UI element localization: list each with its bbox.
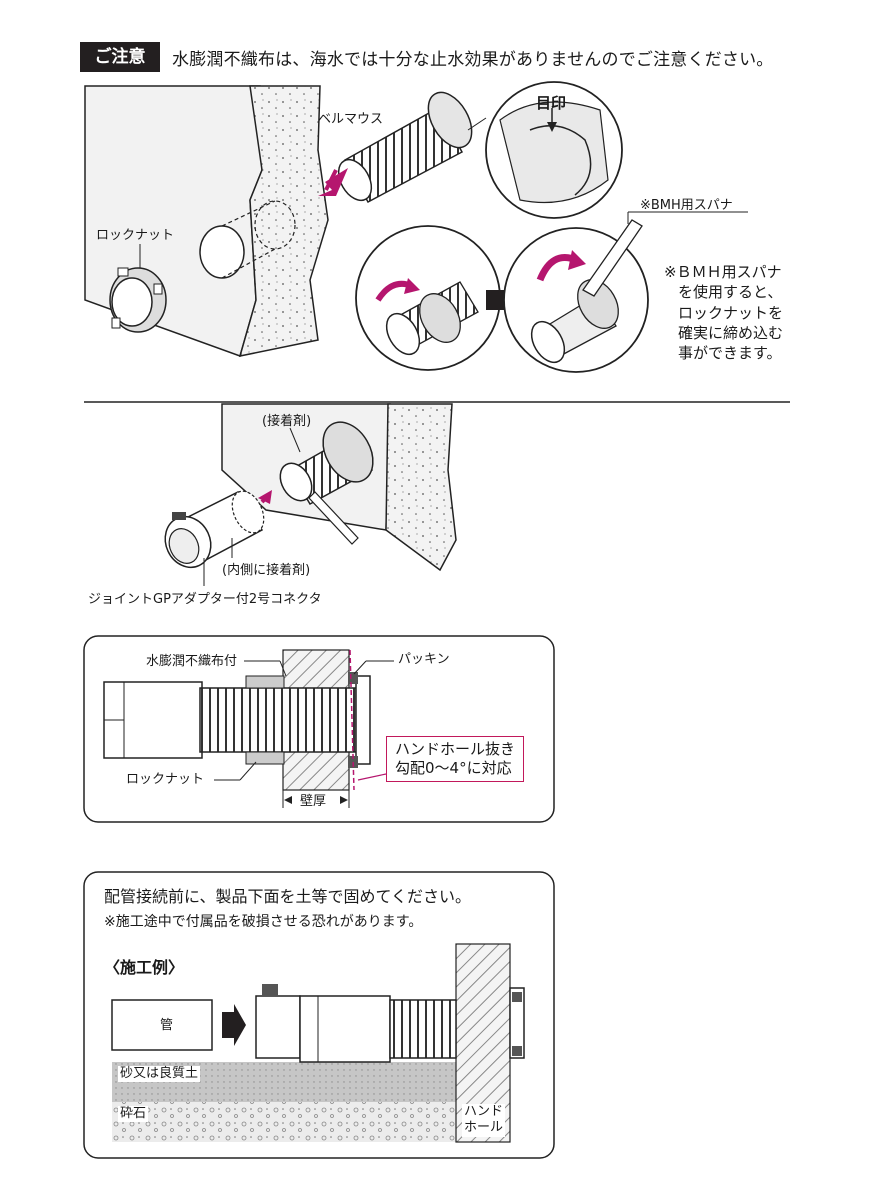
gravel-label: 砕石	[118, 1106, 149, 1122]
sand-label: 砂又は良質土	[118, 1066, 201, 1082]
direction-arrow-icon	[318, 168, 348, 196]
notice-text: 水膨潤不織布は、海水では十分な止水効果がありませんのでご注意ください。	[172, 50, 774, 70]
locknut-icon	[109, 267, 167, 333]
packing-label: パッキン	[398, 652, 450, 667]
handhole-label-line: ハンド	[464, 1104, 504, 1119]
handhole-label: ハンド ホール	[462, 1104, 506, 1137]
wrench-note-line: を使用すると、	[678, 283, 783, 302]
bellmouth-pipe	[337, 91, 473, 204]
section2-drawing	[164, 403, 457, 586]
handhole-label-line: ホール	[464, 1120, 504, 1136]
pipe-label: 管	[160, 1018, 174, 1033]
wrench-note-line: ロックナットを	[678, 303, 784, 322]
insert-arrow-icon	[222, 1004, 246, 1046]
wrench-note-line: 事ができます。	[678, 344, 782, 362]
adhesive-inside-label: (内側に接着剤)	[222, 563, 311, 578]
slope-callout-line: 勾配0～4°に対応	[395, 758, 512, 777]
detail-circle-rotation-1	[355, 225, 501, 371]
example-title: 〈施工例〉	[104, 958, 185, 977]
instruction-line: 配管接続前に、製品下面を土等で固めてください。	[104, 887, 472, 906]
wrench-note-line: ※ＢＭＨ用スパナ	[664, 263, 782, 281]
slope-callout: ハンドホール抜き 勾配0～4°に対応	[386, 736, 525, 782]
fabric-label: 水膨潤不織布付	[146, 654, 238, 669]
bellmouth-label: ベルマウス	[318, 112, 384, 127]
notice-badge: ご注意	[80, 42, 160, 72]
wrench-note-line: 確実に締め込む	[678, 323, 784, 342]
section1-drawing	[84, 81, 748, 373]
connector-label: ジョイントGPアダプター付2号コネクタ	[88, 592, 322, 607]
locknut-label: ロックナット	[126, 772, 205, 787]
detail-circle-rotation-2	[503, 219, 649, 373]
adapter-icon	[164, 490, 265, 569]
slope-callout-line: ハンドホール抜き	[395, 740, 516, 758]
wrench-note: ※ＢＭＨ用スパナ を使用すると、 ロックナットを 確実に締め込む 事ができます。	[664, 262, 783, 363]
wall-thickness-label: 壁厚	[300, 794, 327, 809]
warning-line: ※施工途中で付属品を破損させる恐れがあります。	[104, 914, 423, 930]
locknut-label: ロックナット	[96, 228, 175, 243]
adhesive-label: (接着剤)	[262, 414, 312, 429]
wrench-label: ※BMH用スパナ	[640, 198, 733, 213]
detail-circle-mark	[485, 81, 623, 219]
mark-label: 目印	[536, 94, 567, 112]
